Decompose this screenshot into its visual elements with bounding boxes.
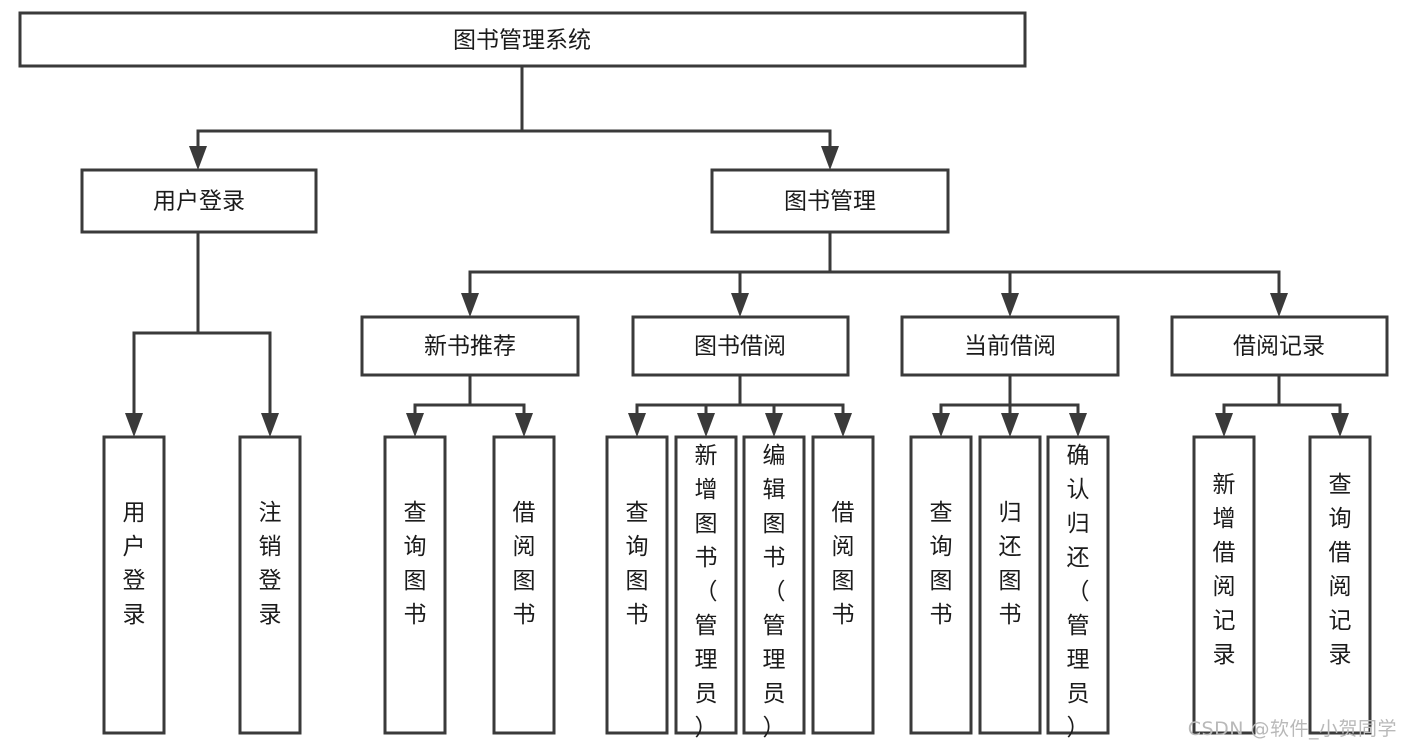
- leaf-borrow-record-1-box[interactable]: [1192, 435, 1256, 735]
- node-new-book-recommend-box[interactable]: [360, 315, 580, 377]
- leaf-new-book-2-label: 借阅图书: [513, 500, 536, 628]
- leaf-book-borrow-1-label: 查询图书: [626, 500, 649, 628]
- leaf-book-borrow-2-box[interactable]: [674, 435, 738, 735]
- node-book-manage-label: 图书管理: [784, 189, 876, 215]
- arrowhead-leaf-new-book-1: [406, 413, 424, 437]
- leaf-book-borrow-4[interactable]: 借阅图书: [811, 435, 875, 735]
- arrowhead-book-borrow: [731, 293, 749, 317]
- arrowhead-leaf-book-borrow-2: [697, 413, 715, 437]
- node-book-manage[interactable]: 图书管理: [710, 168, 950, 234]
- leaf-borrow-record-1-label: 新增借阅记录: [1213, 472, 1236, 668]
- leaf-book-borrow-4-label: 借阅图书: [832, 500, 855, 628]
- node-book-borrow-label: 图书借阅: [694, 334, 786, 360]
- connectors: [125, 64, 1349, 437]
- arrowhead-new-book-recommend: [461, 293, 479, 317]
- leaf-user-login-2[interactable]: 注销登录: [238, 435, 302, 735]
- node-book-manage-box[interactable]: [710, 168, 950, 234]
- leaf-current-borrow-3[interactable]: 确认归还（管理员）: [1046, 435, 1110, 741]
- node-borrow-record-label: 借阅记录: [1233, 334, 1325, 360]
- leaf-new-book-2[interactable]: 借阅图书: [492, 435, 556, 735]
- leaf-book-borrow-3-box[interactable]: [742, 435, 806, 735]
- leaf-book-borrow-4-box[interactable]: [811, 435, 875, 735]
- leaf-new-book-1-box[interactable]: [383, 435, 447, 735]
- arrowhead-borrow-record: [1270, 293, 1288, 317]
- arrowhead-leaf-new-book-2: [515, 413, 533, 437]
- arrowhead-leaf-user-login-1: [125, 413, 143, 437]
- leaf-current-borrow-1-label: 查询图书: [930, 500, 953, 628]
- leaf-borrow-record-1[interactable]: 新增借阅记录: [1192, 435, 1256, 735]
- leaf-current-borrow-2-label: 归还图书: [999, 500, 1022, 628]
- arrowhead-leaf-borrow-record-1: [1215, 413, 1233, 437]
- arrowhead-current-borrow: [1001, 293, 1019, 317]
- node-borrow-record[interactable]: 借阅记录: [1170, 315, 1389, 377]
- leaf-user-login-1-label: 用户登录: [123, 500, 146, 628]
- leaf-book-borrow-2[interactable]: 新增图书（管理员）: [674, 435, 738, 741]
- node-new-book-recommend[interactable]: 新书推荐: [360, 315, 580, 377]
- csdn-watermark: CSDN @软件_小贺同学: [1187, 718, 1397, 740]
- leaf-book-borrow-1[interactable]: 查询图书: [605, 435, 669, 735]
- leaf-current-borrow-1-box[interactable]: [909, 435, 973, 735]
- leaf-new-book-1[interactable]: 查询图书: [383, 435, 447, 735]
- node-current-borrow[interactable]: 当前借阅: [900, 315, 1120, 377]
- arrowhead-leaf-borrow-record-2: [1331, 413, 1349, 437]
- arrowhead-leaf-book-borrow-1: [628, 413, 646, 437]
- leaf-book-borrow-3[interactable]: 编辑图书（管理员）: [742, 435, 806, 741]
- node-root-box[interactable]: [18, 11, 1027, 68]
- leaf-book-borrow-2-label: 新增图书（管理员）: [695, 443, 718, 741]
- leaf-current-borrow-3-label: 确认归还（管理员）: [1067, 443, 1090, 741]
- leaf-user-login-1-box[interactable]: [102, 435, 166, 735]
- node-user-login-box[interactable]: [80, 168, 318, 234]
- node-user-login-label: 用户登录: [153, 189, 245, 215]
- leaf-current-borrow-2[interactable]: 归还图书: [978, 435, 1042, 735]
- arrowhead-leaf-book-borrow-3: [765, 413, 783, 437]
- node-current-borrow-label: 当前借阅: [964, 334, 1056, 360]
- leaf-current-borrow-2-box[interactable]: [978, 435, 1042, 735]
- arrowhead-leaf-book-borrow-4: [834, 413, 852, 437]
- leaf-user-login-2-box[interactable]: [238, 435, 302, 735]
- leaf-user-login-1[interactable]: 用户登录: [102, 435, 166, 735]
- leaf-book-borrow-3-label: 编辑图书（管理员）: [763, 443, 786, 741]
- leaf-current-borrow-1[interactable]: 查询图书: [909, 435, 973, 735]
- leaf-borrow-record-2-box[interactable]: [1308, 435, 1372, 735]
- node-book-borrow[interactable]: 图书借阅: [631, 315, 850, 377]
- node-borrow-record-box[interactable]: [1170, 315, 1389, 377]
- leaf-borrow-record-2-label: 查询借阅记录: [1329, 472, 1352, 668]
- arrowhead-leaf-current-borrow-3: [1069, 413, 1087, 437]
- arrowhead-leaf-current-borrow-2: [1001, 413, 1019, 437]
- leaf-user-login-2-label: 注销登录: [259, 500, 282, 628]
- arrowhead-book-manage: [821, 146, 839, 170]
- node-root-label: 图书管理系统: [453, 28, 591, 54]
- node-current-borrow-box[interactable]: [900, 315, 1120, 377]
- leaf-new-book-1-label: 查询图书: [404, 500, 427, 628]
- leaf-new-book-2-box[interactable]: [492, 435, 556, 735]
- node-new-book-recommend-label: 新书推荐: [424, 334, 516, 360]
- leaf-book-borrow-1-box[interactable]: [605, 435, 669, 735]
- arrowhead-leaf-user-login-2: [261, 413, 279, 437]
- node-root[interactable]: 图书管理系统: [18, 11, 1027, 68]
- arrowhead-user-login: [189, 146, 207, 170]
- node-book-borrow-box[interactable]: [631, 315, 850, 377]
- node-user-login[interactable]: 用户登录: [80, 168, 318, 234]
- arrowhead-leaf-current-borrow-1: [932, 413, 950, 437]
- leaf-borrow-record-2[interactable]: 查询借阅记录: [1308, 435, 1372, 735]
- leaf-current-borrow-3-box[interactable]: [1046, 435, 1110, 735]
